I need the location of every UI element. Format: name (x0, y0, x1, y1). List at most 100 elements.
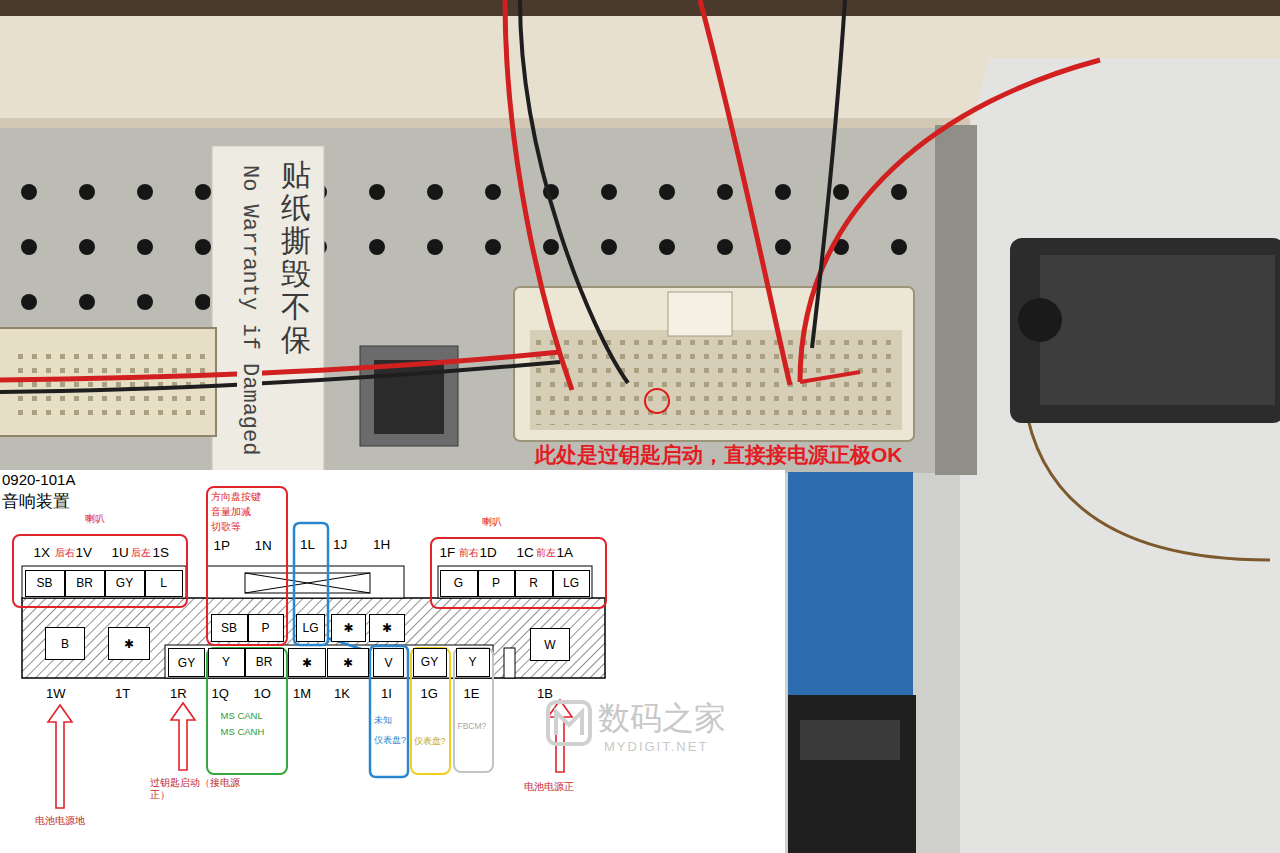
sticker-text: 贴纸撕毁不保 (281, 158, 311, 356)
document-title: 0920-101A (2, 471, 75, 488)
pin-label: 1K (334, 687, 350, 702)
pin-cell: GY (413, 648, 447, 677)
wire-color: BR (76, 577, 93, 589)
connector-face (530, 330, 902, 430)
connector-tab (207, 566, 404, 598)
empty-slot-cross (245, 573, 370, 593)
black-object (788, 695, 916, 853)
board-edge (0, 0, 1280, 16)
pin-note: 电池电源地 (35, 815, 85, 827)
pin-cell: ✱ (327, 648, 369, 677)
pin-cell: BR (245, 648, 284, 677)
pin-label: 1U (112, 545, 129, 561)
wire-color: LG (563, 577, 579, 589)
blue-bottle (788, 472, 913, 722)
pin-note: 过钥匙启动（接电源正） (150, 777, 246, 800)
pin-label: 1I (381, 687, 392, 702)
photo-background (960, 0, 1280, 853)
wire-color: SB (221, 622, 237, 634)
pin-cell: SB (211, 614, 248, 642)
connector-body (22, 598, 605, 678)
wire-color: SB (36, 577, 52, 589)
channel-note: 后右 (55, 548, 75, 559)
pin-label: 1S (153, 545, 170, 561)
black-wire (520, 0, 628, 383)
group-note: 未知 仪表盘? (374, 711, 407, 751)
can-bus-group: YBR1Q1OMS CANLMS CANH (206, 647, 288, 775)
pin-cell: BR (65, 570, 105, 597)
connector-tab (438, 566, 592, 598)
wire-color: G (454, 577, 463, 589)
pin-label: 1J (333, 537, 347, 553)
dashboard-pin-group: GY1G仪表盘? (410, 647, 451, 775)
empty-slot (245, 573, 370, 593)
device-name: 音响装置 (2, 492, 70, 512)
pin-label: 1C (517, 545, 534, 561)
wire-color: P (261, 622, 269, 634)
board-shadow (0, 118, 970, 128)
pin-cell: LG (553, 570, 590, 597)
pin-label: 1B (537, 687, 553, 702)
pin-label: 1M (293, 687, 311, 702)
channel-note: 前右 (459, 548, 479, 559)
wire-color: B (61, 638, 69, 650)
wire-color: R (529, 577, 538, 589)
red-wire (800, 372, 860, 382)
connector-slot (504, 648, 515, 678)
pin-label: 1X (34, 545, 51, 561)
group-note: 方向盘按键 音量加减 切歌等 (211, 489, 281, 534)
connector-recess (165, 645, 493, 678)
wire-color: Y (468, 656, 476, 668)
wooden-board (0, 16, 1280, 128)
group-heading: 喇叭 (85, 514, 105, 525)
annotation-note: 此处是过钥匙启动，直接接电源正极OK (535, 443, 903, 467)
wire-color: LG (302, 622, 318, 634)
pin-label: 1T (115, 687, 130, 702)
pin-label: 1N (255, 538, 272, 554)
wire-color: L (160, 577, 167, 589)
wire-color: GY (178, 657, 195, 669)
vent-holes (0, 155, 930, 270)
wire-color: ✱ (343, 622, 353, 634)
speaker (1010, 238, 1280, 423)
speaker-face (1040, 255, 1275, 405)
wire-color: Y (222, 656, 230, 668)
wire-color: ✱ (343, 657, 353, 669)
signal-name: MS CANH (221, 727, 265, 738)
group-note: 仪表盘? (414, 736, 446, 746)
speaker-pin-group: SBBRGYL喇叭1X后右1V1U后左1S (12, 534, 188, 608)
wire-color: W (544, 639, 555, 651)
wire-color: BR (256, 656, 273, 668)
pin-cell: P (248, 614, 284, 642)
red-wire (0, 352, 560, 380)
pointer-arrow (171, 703, 195, 770)
pin-label: 1E (464, 687, 480, 702)
black-wire (812, 0, 845, 348)
pin-cell: P (478, 570, 515, 597)
connector-pins (535, 335, 895, 425)
pin-label: 1O (254, 687, 271, 702)
wire-color: V (384, 657, 392, 669)
pin-note: 电池电源正 (524, 781, 574, 793)
highlight-circle (645, 389, 669, 413)
watermark: 数码之家 (598, 700, 726, 737)
fbcm-pin-group: Y1EFBCM? (453, 647, 494, 773)
channel-note: 后左 (131, 548, 151, 559)
pin-cell: R (515, 570, 553, 597)
signal-name: MS CANL (221, 711, 263, 722)
pointer-arrow (48, 705, 72, 808)
channel-note: 前左 (536, 548, 556, 559)
pin-cell: ✱ (108, 627, 150, 660)
speaker-mount (1018, 298, 1062, 342)
pin-cell: SB (25, 570, 65, 597)
pin-label: 1R (170, 687, 187, 702)
pin-cell: B (45, 627, 85, 660)
pin-label: 1H (373, 537, 390, 553)
right-connector (514, 287, 914, 441)
vent-holes (0, 270, 210, 325)
wire-color: P (492, 577, 500, 589)
pin-label: 1F (440, 545, 456, 561)
pin-cell: L (145, 570, 183, 597)
wire-color: ✱ (124, 638, 134, 650)
pin-label: 1A (557, 545, 574, 561)
